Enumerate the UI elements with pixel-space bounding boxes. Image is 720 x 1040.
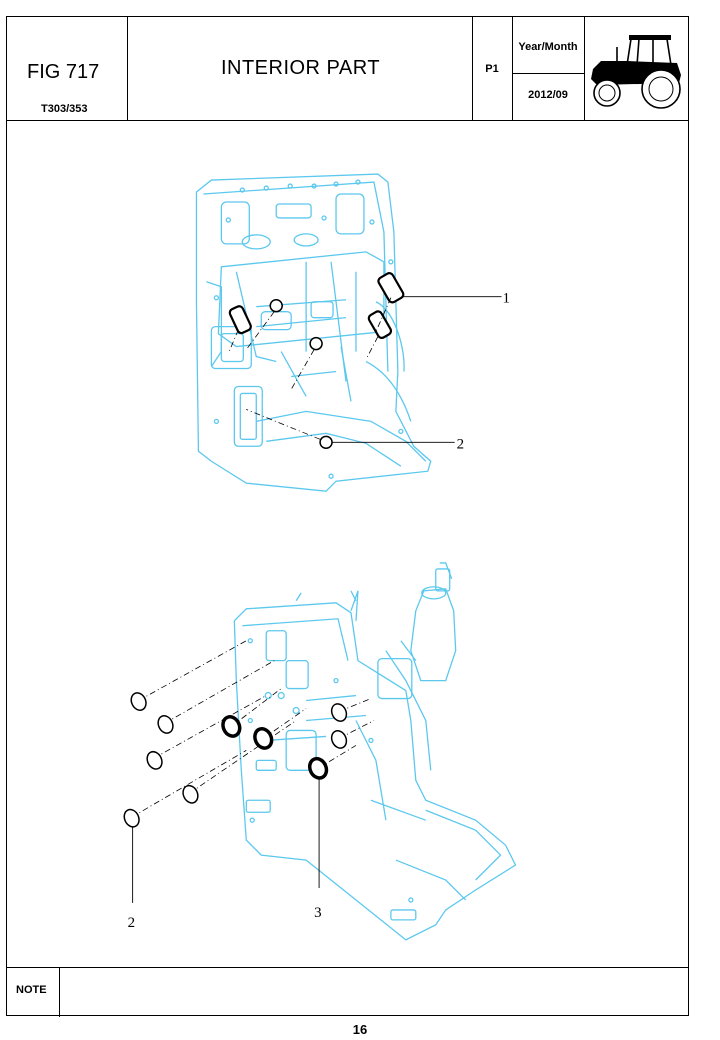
header-divider [512, 73, 584, 74]
top-dash-panel-drawing [195, 173, 432, 492]
thin-ring [157, 715, 174, 734]
note-label: NOTE [16, 984, 47, 996]
page-number: 16 [352, 1022, 368, 1037]
round-grommet [269, 298, 283, 313]
thin-ring [146, 750, 163, 770]
thin-ring [330, 730, 348, 749]
thin-ring [330, 703, 348, 722]
exploded-diagram: 1 2 [123, 173, 517, 941]
rect-seal [367, 310, 393, 339]
round-grommet [319, 435, 333, 450]
thick-seal [221, 715, 242, 738]
thin-ring [182, 784, 199, 804]
header-divider [472, 17, 473, 120]
note-row: NOTE [7, 967, 688, 1017]
callout-2: 2 [457, 436, 464, 452]
model-code: T303/353 [41, 103, 88, 115]
tractor-silhouette-icon [591, 35, 681, 109]
round-grommet [309, 336, 323, 351]
callout-3: 3 [314, 905, 321, 921]
header-block: FIG 717 T303/353 INTERIOR PART P1 Year/M… [7, 17, 688, 121]
thick-seal [253, 727, 274, 750]
rect-seal [377, 272, 405, 304]
bottom-parts [123, 640, 375, 903]
issue-date: 2012/09 [528, 89, 568, 101]
header-divider [584, 17, 585, 120]
thin-ring [130, 692, 147, 711]
page-code: P1 [485, 63, 499, 75]
top-parts [227, 272, 502, 450]
callout-1: 1 [503, 291, 510, 307]
note-divider [59, 968, 60, 1017]
header-divider [512, 17, 513, 120]
page-title: INTERIOR PART [220, 57, 381, 79]
figure-number: FIG 717 [27, 61, 100, 83]
rect-seal [228, 305, 252, 335]
year-month-label: Year/Month [518, 41, 578, 53]
thick-seal [307, 756, 329, 780]
callout-2-lower: 2 [128, 915, 135, 931]
parts-sheet: FIG 717 T303/353 INTERIOR PART P1 Year/M… [6, 16, 689, 1017]
header-divider [127, 17, 128, 120]
thin-ring [123, 808, 140, 828]
bottom-steering-panel-drawing [233, 562, 517, 941]
